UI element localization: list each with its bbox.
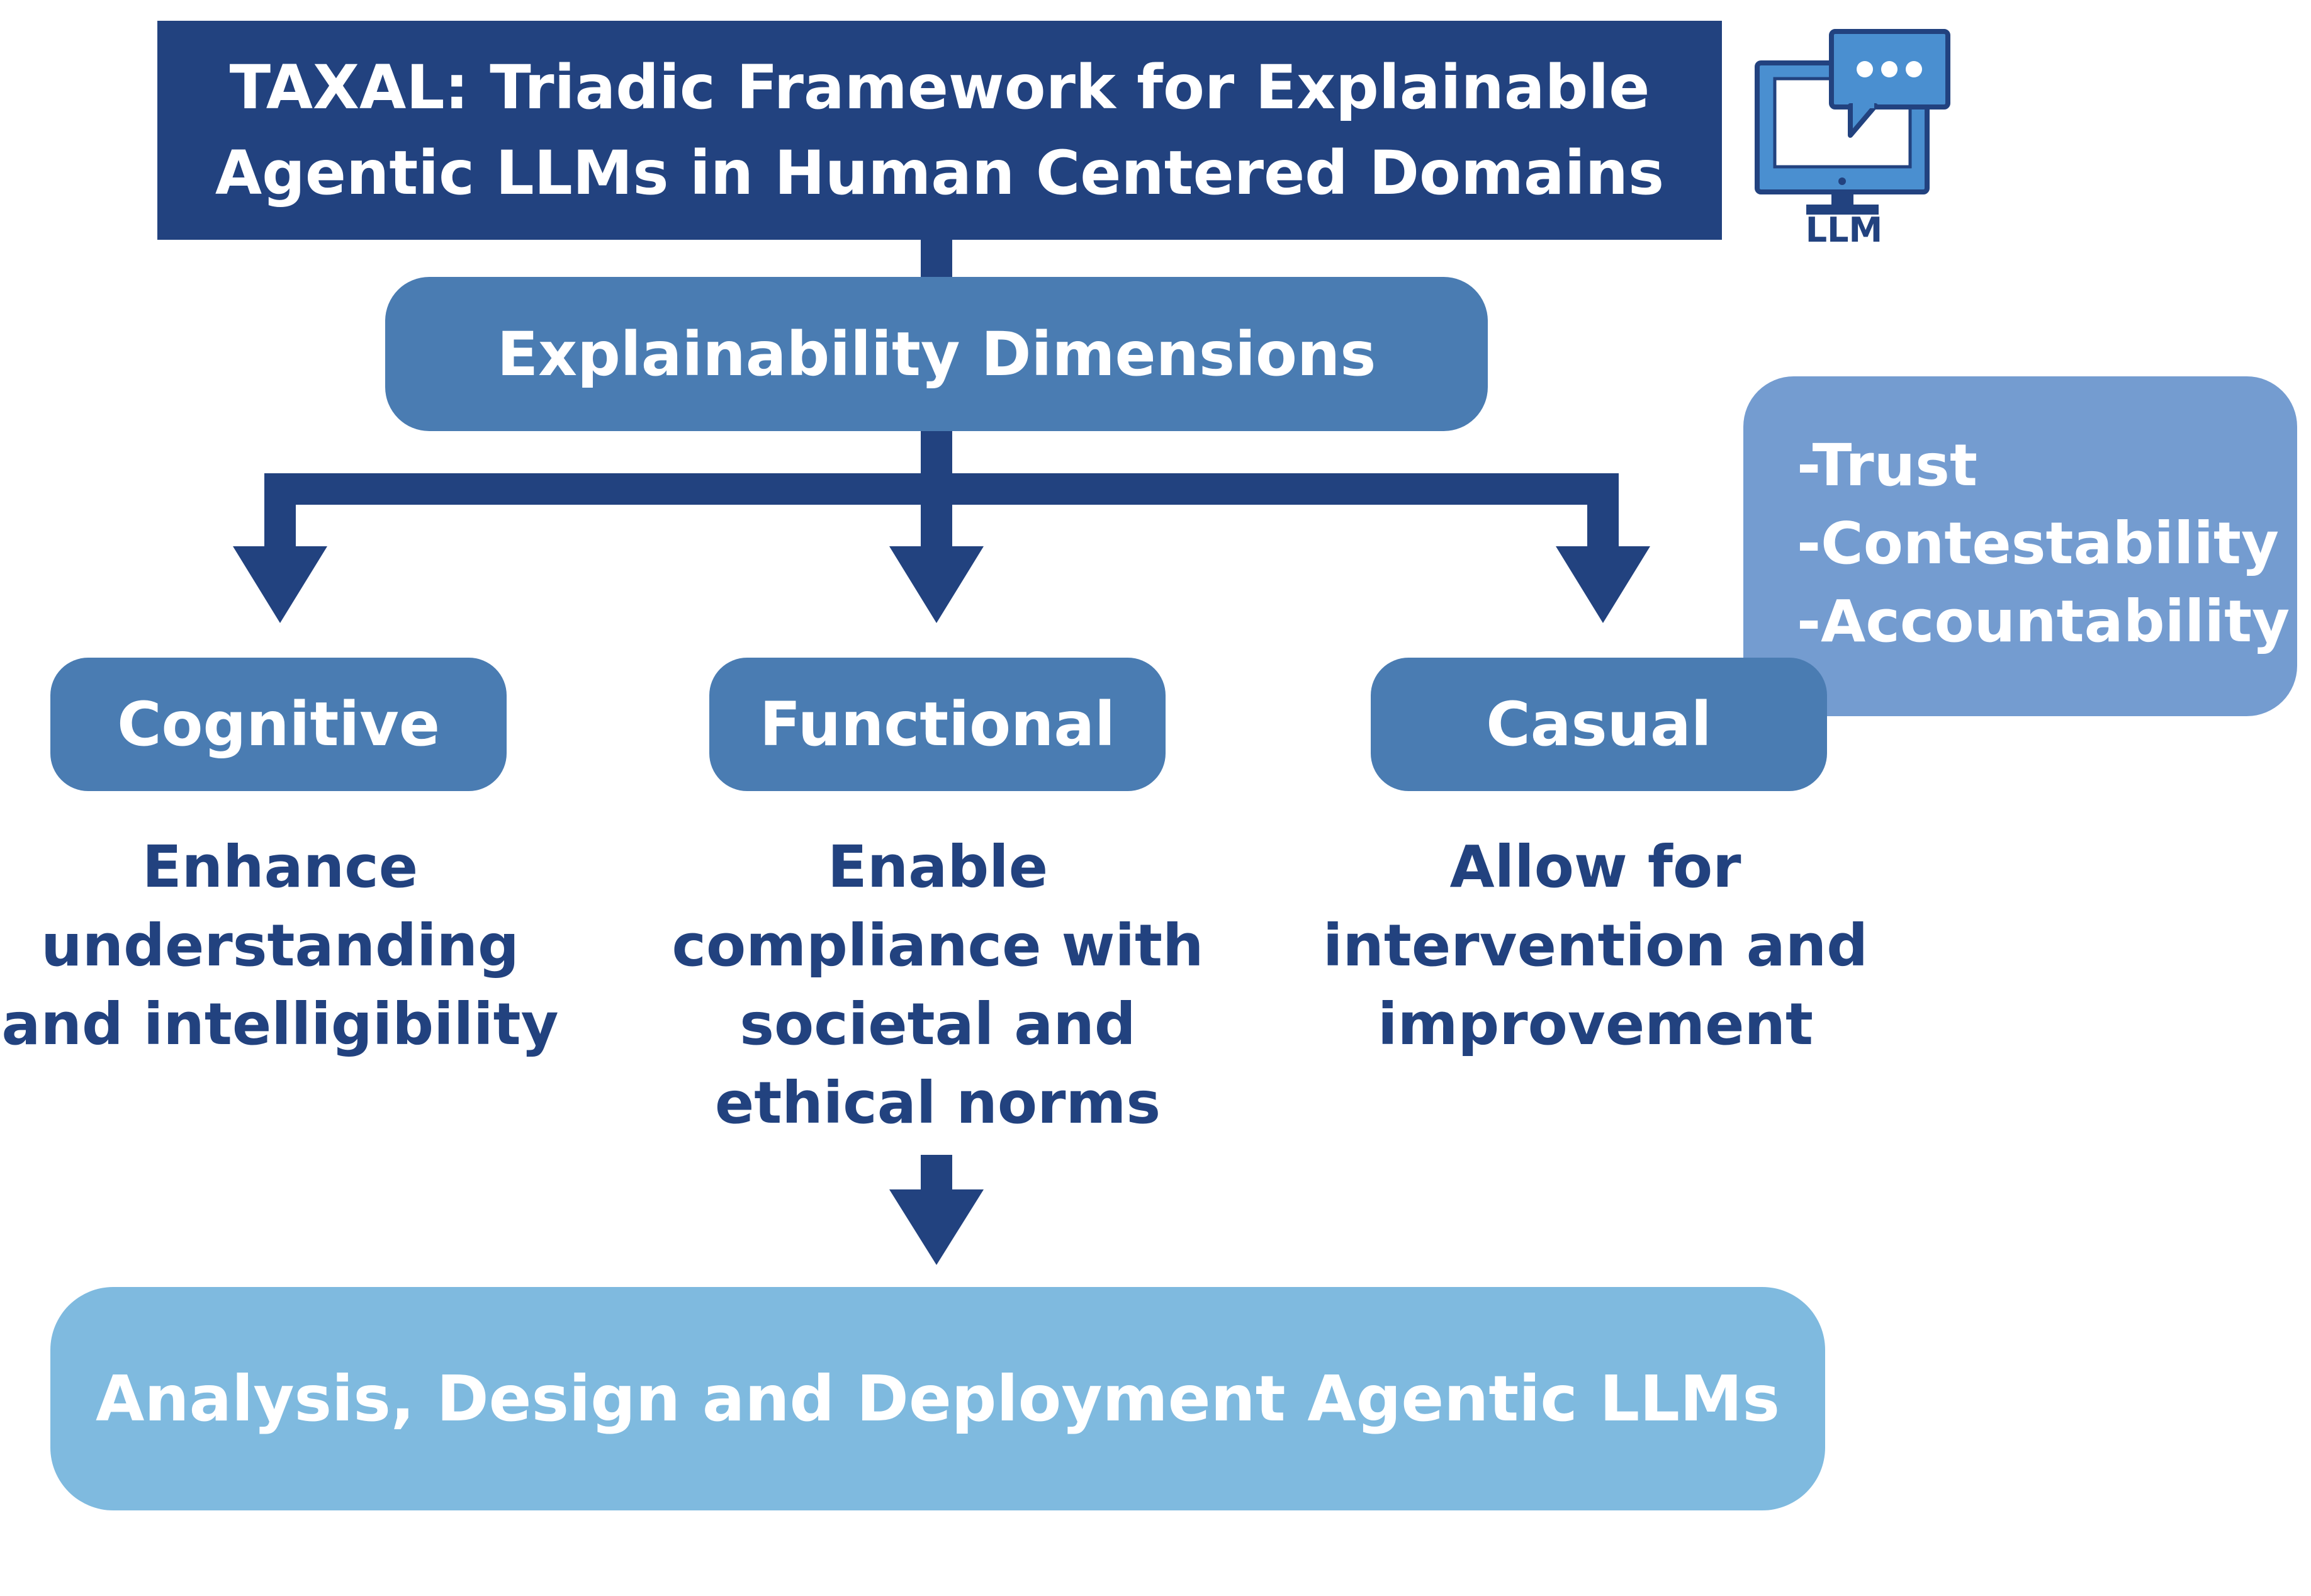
cognitive-dimension-box: Cognitive	[50, 658, 507, 791]
functional-desc-line: compliance with	[672, 912, 1204, 979]
functional-description: Enable compliance with societal and ethi…	[655, 828, 1221, 1142]
arrow-to-functional	[889, 546, 984, 623]
casual-desc-line: intervention and	[1322, 912, 1869, 979]
arrow-to-casual	[1556, 546, 1650, 623]
value-contestability: -Contestability	[1797, 510, 2280, 577]
framework-title-line-2: Agentic LLMs in Human Centered Domains	[215, 138, 1665, 208]
center-branch-stem	[921, 473, 952, 549]
cognitive-desc-line: Enhance	[142, 833, 419, 901]
explainability-dimensions-box: Explainability Dimensions	[385, 277, 1488, 431]
llm-monitor-chat-icon	[1755, 29, 1950, 215]
cognitive-description: Enhance understanding and intelligibilit…	[0, 828, 563, 1064]
outcome-label: Analysis, Design and Deployment Agentic …	[96, 1362, 1780, 1436]
value-trust: -Trust	[1797, 432, 1977, 499]
casual-label: Casual	[1486, 689, 1712, 760]
functional-dimension-box: Functional	[709, 658, 1166, 791]
arrow-to-cognitive	[233, 546, 327, 623]
llm-icon-label: LLM	[1805, 210, 1883, 250]
left-branch-stem	[264, 473, 296, 549]
framework-title-line-1: TAXAL: Triadic Framework for Explainable	[229, 52, 1650, 123]
explainability-dimensions-label: Explainability Dimensions	[497, 318, 1376, 390]
cognitive-desc-line: and intelligibility	[1, 991, 559, 1058]
casual-desc-line: Allow for	[1449, 833, 1741, 901]
functional-label: Functional	[759, 689, 1116, 760]
functional-desc-line: Enable	[827, 833, 1049, 901]
framework-title-box: TAXAL: Triadic Framework for Explainable…	[157, 21, 1722, 240]
functional-to-outcome-stem	[921, 1155, 952, 1193]
casual-dimension-box: Casual	[1371, 658, 1827, 791]
functional-desc-line: ethical norms	[714, 1069, 1161, 1137]
casual-description: Allow for intervention and improvement	[1312, 828, 1879, 1064]
outcome-box: Analysis, Design and Deployment Agentic …	[50, 1287, 1825, 1510]
casual-desc-line: improvement	[1378, 991, 1813, 1058]
right-branch-stem	[1587, 473, 1619, 549]
dimensions-trunk-connector	[921, 428, 952, 481]
values-box: -Trust -Contestability -Accountability	[1743, 376, 2297, 716]
cognitive-desc-line: understanding	[41, 912, 519, 979]
functional-desc-line: societal and	[739, 991, 1136, 1058]
value-accountability: -Accountability	[1797, 588, 2290, 655]
cognitive-label: Cognitive	[117, 689, 440, 760]
arrow-to-outcome	[889, 1189, 984, 1265]
